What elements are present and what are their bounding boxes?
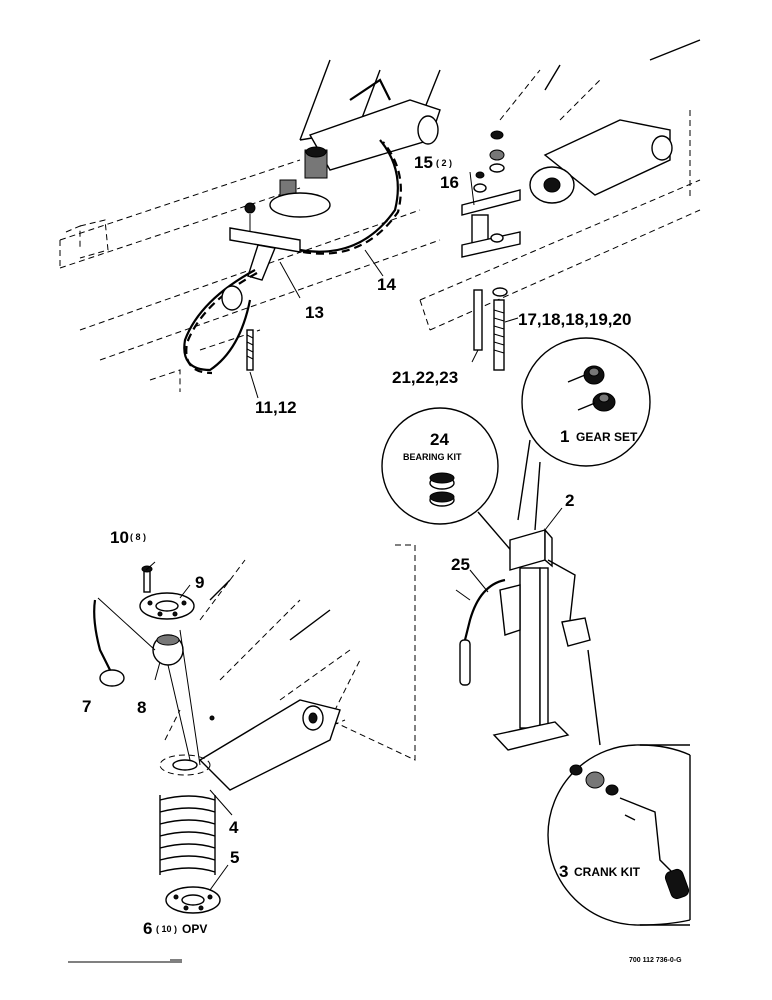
label-7: 7 [82,697,91,716]
label-1: 1 [560,427,569,446]
label-2: 2 [565,491,574,510]
label-bearing-kit: BEARING KIT [403,452,462,462]
label-14: 14 [377,275,396,294]
label-9: 9 [195,573,204,592]
label-13: 13 [305,303,324,322]
label-crank-kit: CRANK KIT [574,865,641,879]
callout-labels: 11,12 13 14 15 ( 2 ) 16 17,18,18,19,20 2… [82,153,682,964]
gear-set-callout [517,337,651,531]
label-4: 4 [229,818,239,837]
spring [159,795,216,875]
label-10-qty: ( 8 ) [130,532,146,542]
drawing-number: 700 112 736-0-G [629,957,682,964]
label-3: 3 [559,862,568,881]
spring-flange-assembly [93,559,361,914]
label-6: 6 [143,919,152,938]
label-24: 24 [430,430,449,449]
crank-kit-callout [547,649,691,926]
label-gear-set: GEAR SET [576,430,638,444]
label-17-20: 17,18,18,19,20 [518,310,631,329]
bearing-kit-callout [381,407,516,556]
label-15-qty: ( 2 ) [436,158,452,168]
label-15: 15 [414,153,433,172]
bolt-plate-assembly [419,39,701,371]
label-11-12: 11,12 [255,398,297,417]
label-25: 25 [451,555,470,574]
label-5: 5 [230,848,239,867]
label-8: 8 [137,698,146,717]
label-16: 16 [440,173,459,192]
label-6-qty: ( 10 ) [156,924,177,934]
jack-stand [329,507,591,761]
hitch-chain-assembly [59,59,441,399]
label-opv: OPV [182,922,207,936]
label-10: 10 [110,528,129,547]
label-21-23: 21,22,23 [392,368,458,387]
